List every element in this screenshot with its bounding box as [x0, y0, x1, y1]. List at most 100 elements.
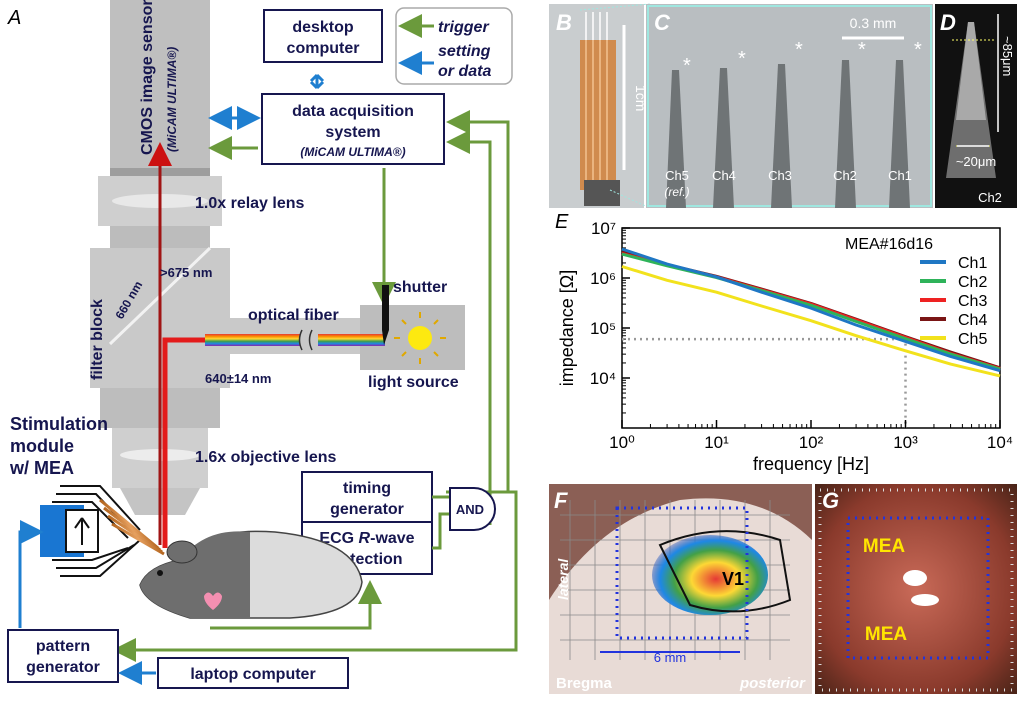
photo-c-ch1: Ch1 [888, 168, 912, 183]
cmos-sensor-label: CMOS image sensor [139, 0, 156, 155]
filter-block-label: filter block [89, 299, 106, 380]
mouse-to-ecg-line [210, 580, 382, 630]
y-tick-label: 10⁶ [590, 269, 616, 288]
x-tick-label: 10¹ [704, 433, 729, 452]
photo-d-channel-label: Ch2 [978, 190, 1002, 205]
desktop-label-2: computer [287, 40, 360, 57]
stim-module-label-3: w/ MEA [9, 458, 74, 478]
y-tick-label: 10⁵ [590, 319, 616, 338]
photo-g-mea-bottom: MEA [865, 624, 908, 645]
photo-c-ch2: Ch2 [833, 168, 857, 183]
legend-label: Ch1 [958, 255, 987, 272]
excitation-wavelength-label: 640±14 nm [205, 371, 271, 386]
photo-f [549, 484, 812, 694]
relay-lens-label: 1.0x relay lens [195, 195, 305, 212]
desktop-daq-data-arrow [309, 73, 325, 90]
photo-c-marker-1: * [683, 55, 691, 77]
legend-trigger-label: trigger [438, 19, 489, 36]
daq-label-1: data acquisition [292, 103, 414, 120]
series-line-ch1 [621, 247, 1001, 373]
mouse-icon [139, 530, 363, 619]
photo-c-ch5: Ch5 [665, 168, 689, 183]
optical-paths [148, 142, 385, 548]
and-gate-label: AND [456, 502, 484, 517]
photo-b [549, 3, 651, 209]
stim-module-label-2: module [10, 436, 74, 456]
cmos-sensor-model: (MiCAM ULTIMA®) [165, 47, 179, 152]
optical-fiber-label: optical fiber [248, 307, 339, 324]
ecg-label: ECG R-wave [319, 530, 414, 547]
legend-label: Ch5 [958, 331, 987, 348]
panel-label-g: G [822, 488, 839, 513]
objective-lens-label: 1.6x objective lens [195, 449, 337, 466]
x-tick-label: 10² [799, 433, 824, 452]
daq-box [261, 93, 445, 165]
legend-setting-label: setting [438, 43, 491, 60]
photo-c-marker-2: * [738, 48, 746, 70]
photo-f-posterior-label: posterior [739, 675, 806, 692]
stim-module-label-1: Stimulation [10, 414, 108, 434]
legend-label: Ch4 [958, 312, 987, 329]
panel-label-e: E [555, 211, 569, 233]
panel-label-a: A [7, 7, 21, 29]
optical-fiber-bundle [205, 334, 385, 346]
photo-c-ref: (ref.) [664, 185, 689, 199]
x-tick-label: 10³ [893, 433, 918, 452]
daq-model-label: (MiCAM ULTIMA®) [300, 145, 405, 159]
photo-d [935, 4, 1017, 208]
shutter-icon [382, 285, 389, 345]
reference-guide-line [622, 337, 907, 428]
photo-d-length-label: ~85μm [1000, 36, 1015, 76]
timing-generator-label-1: timing [343, 480, 391, 497]
photo-c-scale-label: 0.3 mm [850, 15, 897, 31]
shutter-label: shutter [393, 279, 447, 296]
trigger-to-pattern-line [112, 490, 518, 662]
photo-c-marker-5: * [914, 39, 922, 61]
photo-c-ch4: Ch4 [712, 168, 736, 183]
panel-label-f: F [554, 488, 568, 513]
panel-label-b: B [556, 10, 572, 35]
photo-f-bregma-label: Bregma [556, 675, 613, 692]
y-tick-label: 10⁴ [590, 369, 616, 388]
filter-gt675-label: >675 nm [160, 265, 212, 280]
photo-b-scale-label: 1cm [633, 85, 649, 111]
light-source-icon [394, 312, 446, 364]
x-tick-label: 10⁰ [609, 433, 635, 452]
laptop-computer-label: laptop computer [190, 666, 315, 683]
photo-d-width-label: ~20μm [956, 154, 996, 169]
excitation-beam [162, 337, 210, 548]
x-tick-label: 10⁴ [987, 433, 1013, 452]
laptop-computer-box [157, 657, 349, 689]
photo-f-lateral-label: lateral [555, 558, 571, 600]
pattern-generator-label-2: generator [26, 659, 100, 676]
photo-g-mea-top: MEA [863, 536, 906, 557]
daq-label-2: system [325, 124, 380, 141]
panel-label-c: C [654, 10, 671, 35]
photo-f-scale-label: 6 mm [654, 650, 687, 665]
legend-data-label: or data [438, 63, 491, 80]
photo-c [646, 4, 933, 208]
stimulation-module-icon [40, 485, 165, 577]
chart-frame [621, 227, 1001, 429]
pattern-generator-box [7, 629, 119, 683]
chart-ylabel: impedance [Ω] [557, 270, 577, 387]
series-line-ch2 [621, 252, 1001, 371]
desktop-computer-box [263, 9, 383, 63]
photo-c-ch3: Ch3 [768, 168, 792, 183]
desktop-label-1: desktop [292, 19, 354, 36]
and-gate [449, 487, 496, 531]
photo-c-marker-4: * [858, 39, 866, 61]
photo-f-region-label: V1 [722, 569, 744, 589]
cmos-sensor-housing [110, 0, 210, 168]
fiber-break-mark [298, 329, 313, 351]
light-source-label: light source [368, 374, 459, 391]
pattern-generator-label-1: pattern [36, 638, 90, 655]
photo-g [815, 484, 1017, 694]
legend-label: Ch3 [958, 293, 987, 310]
chart-xlabel: frequency [Hz] [753, 454, 869, 474]
series-line-ch5 [621, 265, 1001, 378]
photo-c-marker-3: * [795, 39, 803, 61]
chart-title: MEA#16d16 [845, 236, 933, 253]
